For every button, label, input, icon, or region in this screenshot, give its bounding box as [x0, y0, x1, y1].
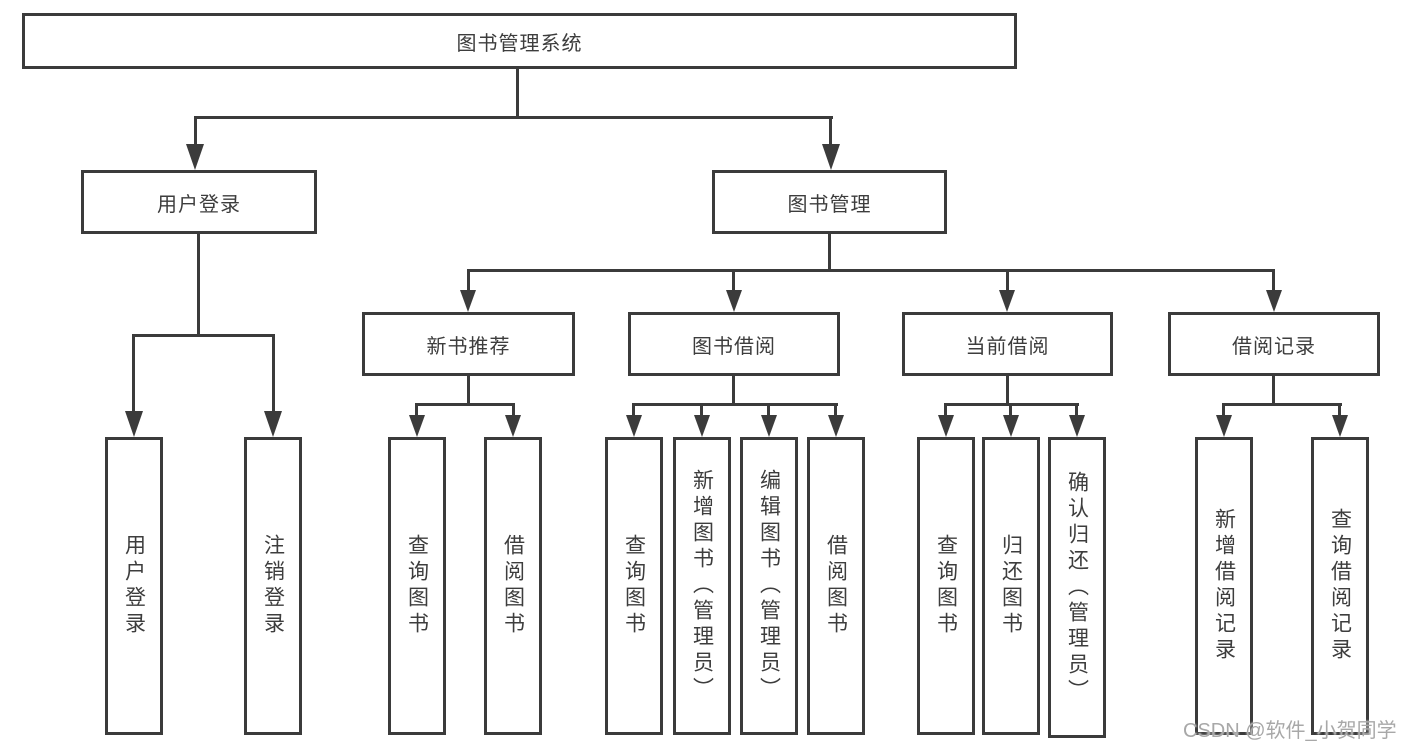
- arrow-down-icon: [1216, 415, 1232, 437]
- arrow-down-icon: [822, 144, 840, 170]
- connector-book-borrow-stem: [732, 376, 735, 406]
- connector-root-stem: [516, 69, 519, 119]
- connector-borrow-records-stem: [1272, 376, 1275, 406]
- arrow-down-icon: [505, 415, 521, 437]
- node-book-borrowing: 图书借阅: [628, 312, 840, 376]
- node-add-borrow-record-leaf: 新增借阅记录: [1195, 437, 1253, 735]
- arrow-down-icon: [694, 415, 710, 437]
- arrow-down-icon: [828, 415, 844, 437]
- connector-user-login-stem: [197, 234, 200, 337]
- node-label: 借阅图书: [824, 534, 848, 638]
- connector-drop: [512, 403, 515, 415]
- node-label: 新增图书（管理员）: [690, 469, 714, 703]
- arrow-down-icon: [938, 415, 954, 437]
- node-book-management-module: 图书管理: [712, 170, 947, 234]
- node-label: 图书管理系统: [456, 32, 583, 55]
- connector-user-login-bus: [132, 334, 275, 337]
- node-borrow-books-leaf: 借阅图书: [484, 437, 542, 735]
- arrow-down-icon: [1069, 415, 1085, 437]
- node-label: 用户登录: [157, 193, 241, 216]
- connector-drop-new-book: [467, 269, 470, 290]
- csdn-watermark: CSDN @软件_小贺同学: [1183, 720, 1397, 742]
- node-label: 编辑图书（管理员）: [757, 469, 781, 703]
- connector-drop-login-leaf: [132, 334, 135, 411]
- connector-drop-current-borrow: [1006, 269, 1009, 290]
- arrow-down-icon: [761, 415, 777, 437]
- connector-drop-book-borrow: [732, 269, 735, 290]
- arrow-down-icon: [125, 411, 143, 437]
- node-label: 图书借阅: [692, 335, 776, 358]
- arrow-down-icon: [1266, 290, 1282, 312]
- node-label: 借阅图书: [501, 534, 525, 638]
- connector-new-book-stem: [467, 376, 470, 406]
- node-user-login-module: 用户登录: [81, 170, 317, 234]
- connector-borrow-records-bus: [1222, 403, 1342, 406]
- arrow-down-icon: [726, 290, 742, 312]
- node-label: 借阅记录: [1232, 335, 1316, 358]
- connector-drop-book-management: [829, 116, 832, 144]
- node-label: 用户登录: [122, 534, 146, 638]
- connector-new-book-bus: [416, 403, 515, 406]
- node-label: 查询图书: [405, 534, 429, 638]
- node-logout-leaf: 注销登录: [244, 437, 302, 735]
- arrow-down-icon: [186, 144, 204, 170]
- node-label: 归还图书: [999, 534, 1023, 638]
- connector-drop-borrow-records: [1272, 269, 1275, 290]
- arrow-down-icon: [264, 411, 282, 437]
- connector-drop: [415, 403, 418, 415]
- connector-drop: [1075, 403, 1078, 415]
- connector-book-mgmt-stem: [828, 234, 831, 272]
- node-label: 当前借阅: [965, 335, 1050, 358]
- connector-drop: [1222, 403, 1225, 415]
- arrow-down-icon: [1332, 415, 1348, 437]
- arrow-down-icon: [1003, 415, 1019, 437]
- arrow-down-icon: [626, 415, 642, 437]
- arrow-down-icon: [999, 290, 1015, 312]
- node-user-login-leaf: 用户登录: [105, 437, 163, 735]
- node-query-books-leaf: 查询图书: [388, 437, 446, 735]
- connector-root-bus: [194, 116, 833, 119]
- node-label: 新增借阅记录: [1212, 508, 1236, 664]
- node-borrowing-records: 借阅记录: [1168, 312, 1380, 376]
- node-query-books-leaf: 查询图书: [917, 437, 975, 735]
- connector-book-mgmt-bus: [467, 269, 1275, 272]
- connector-drop: [944, 403, 947, 415]
- node-label: 确认归还（管理员）: [1065, 470, 1089, 705]
- node-new-book-recommendation: 新书推荐: [362, 312, 575, 376]
- connector-drop: [700, 403, 703, 415]
- node-label: 查询图书: [934, 534, 958, 638]
- connector-drop-logout-leaf: [272, 334, 275, 411]
- node-label: 查询借阅记录: [1328, 508, 1352, 664]
- node-label: 注销登录: [261, 534, 285, 638]
- arrow-down-icon: [409, 415, 425, 437]
- connector-drop: [834, 403, 837, 415]
- node-query-books-leaf: 查询图书: [605, 437, 663, 735]
- node-current-borrowing: 当前借阅: [902, 312, 1113, 376]
- connector-drop: [767, 403, 770, 415]
- node-label: 新书推荐: [426, 335, 511, 358]
- node-confirm-return-admin-leaf: 确认归还（管理员）: [1048, 437, 1106, 738]
- connector-drop: [1338, 403, 1341, 415]
- node-edit-books-admin-leaf: 编辑图书（管理员）: [740, 437, 798, 735]
- connector-current-borrow-stem: [1006, 376, 1009, 406]
- connector-drop-user-login: [194, 116, 197, 144]
- connector-drop: [1009, 403, 1012, 415]
- node-borrow-books-leaf: 借阅图书: [807, 437, 865, 735]
- node-add-books-admin-leaf: 新增图书（管理员）: [673, 437, 731, 735]
- node-return-books-leaf: 归还图书: [982, 437, 1040, 735]
- connector-book-borrow-bus: [632, 403, 838, 406]
- node-query-borrow-record-leaf: 查询借阅记录: [1311, 437, 1369, 735]
- node-label: 图书管理: [787, 193, 872, 216]
- node-label: 查询图书: [622, 534, 646, 638]
- arrow-down-icon: [460, 290, 476, 312]
- node-library-management-system: 图书管理系统: [22, 13, 1017, 69]
- connector-drop: [632, 403, 635, 415]
